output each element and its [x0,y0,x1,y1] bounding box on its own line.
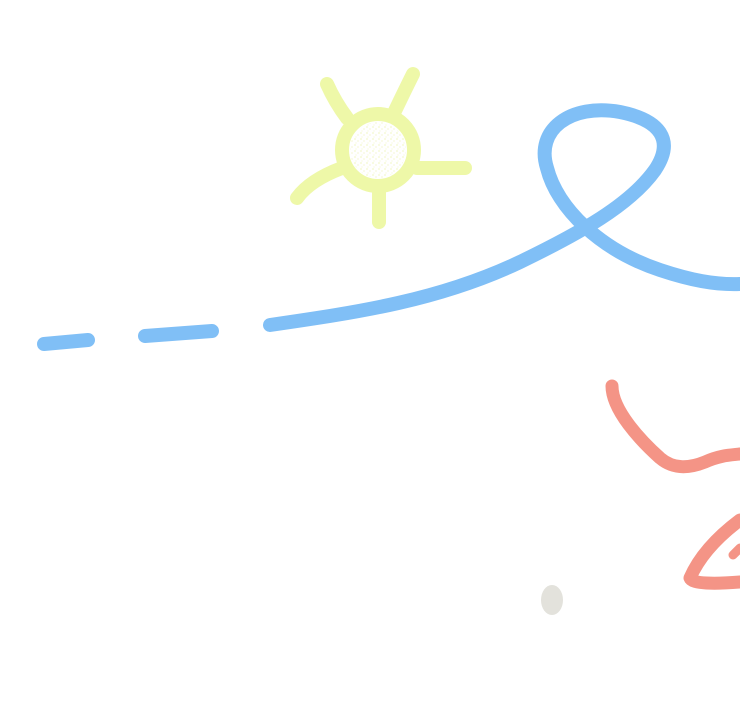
line-curve [263,103,740,332]
sun-doodle [290,67,472,229]
red-triangle-partial [683,513,740,590]
line-dash [37,333,95,351]
red-squiggle [605,379,740,474]
sun-core-speckle [350,122,406,178]
line-dash [138,324,219,343]
triangle-inner-mark [728,543,740,560]
grey-dot [541,585,563,615]
squiggle-path [605,379,740,474]
sun-ray [320,77,354,125]
sun-ray [290,161,349,205]
triangle-path [683,513,740,590]
sun-ray [387,67,420,120]
dashed-looping-line [37,103,740,351]
